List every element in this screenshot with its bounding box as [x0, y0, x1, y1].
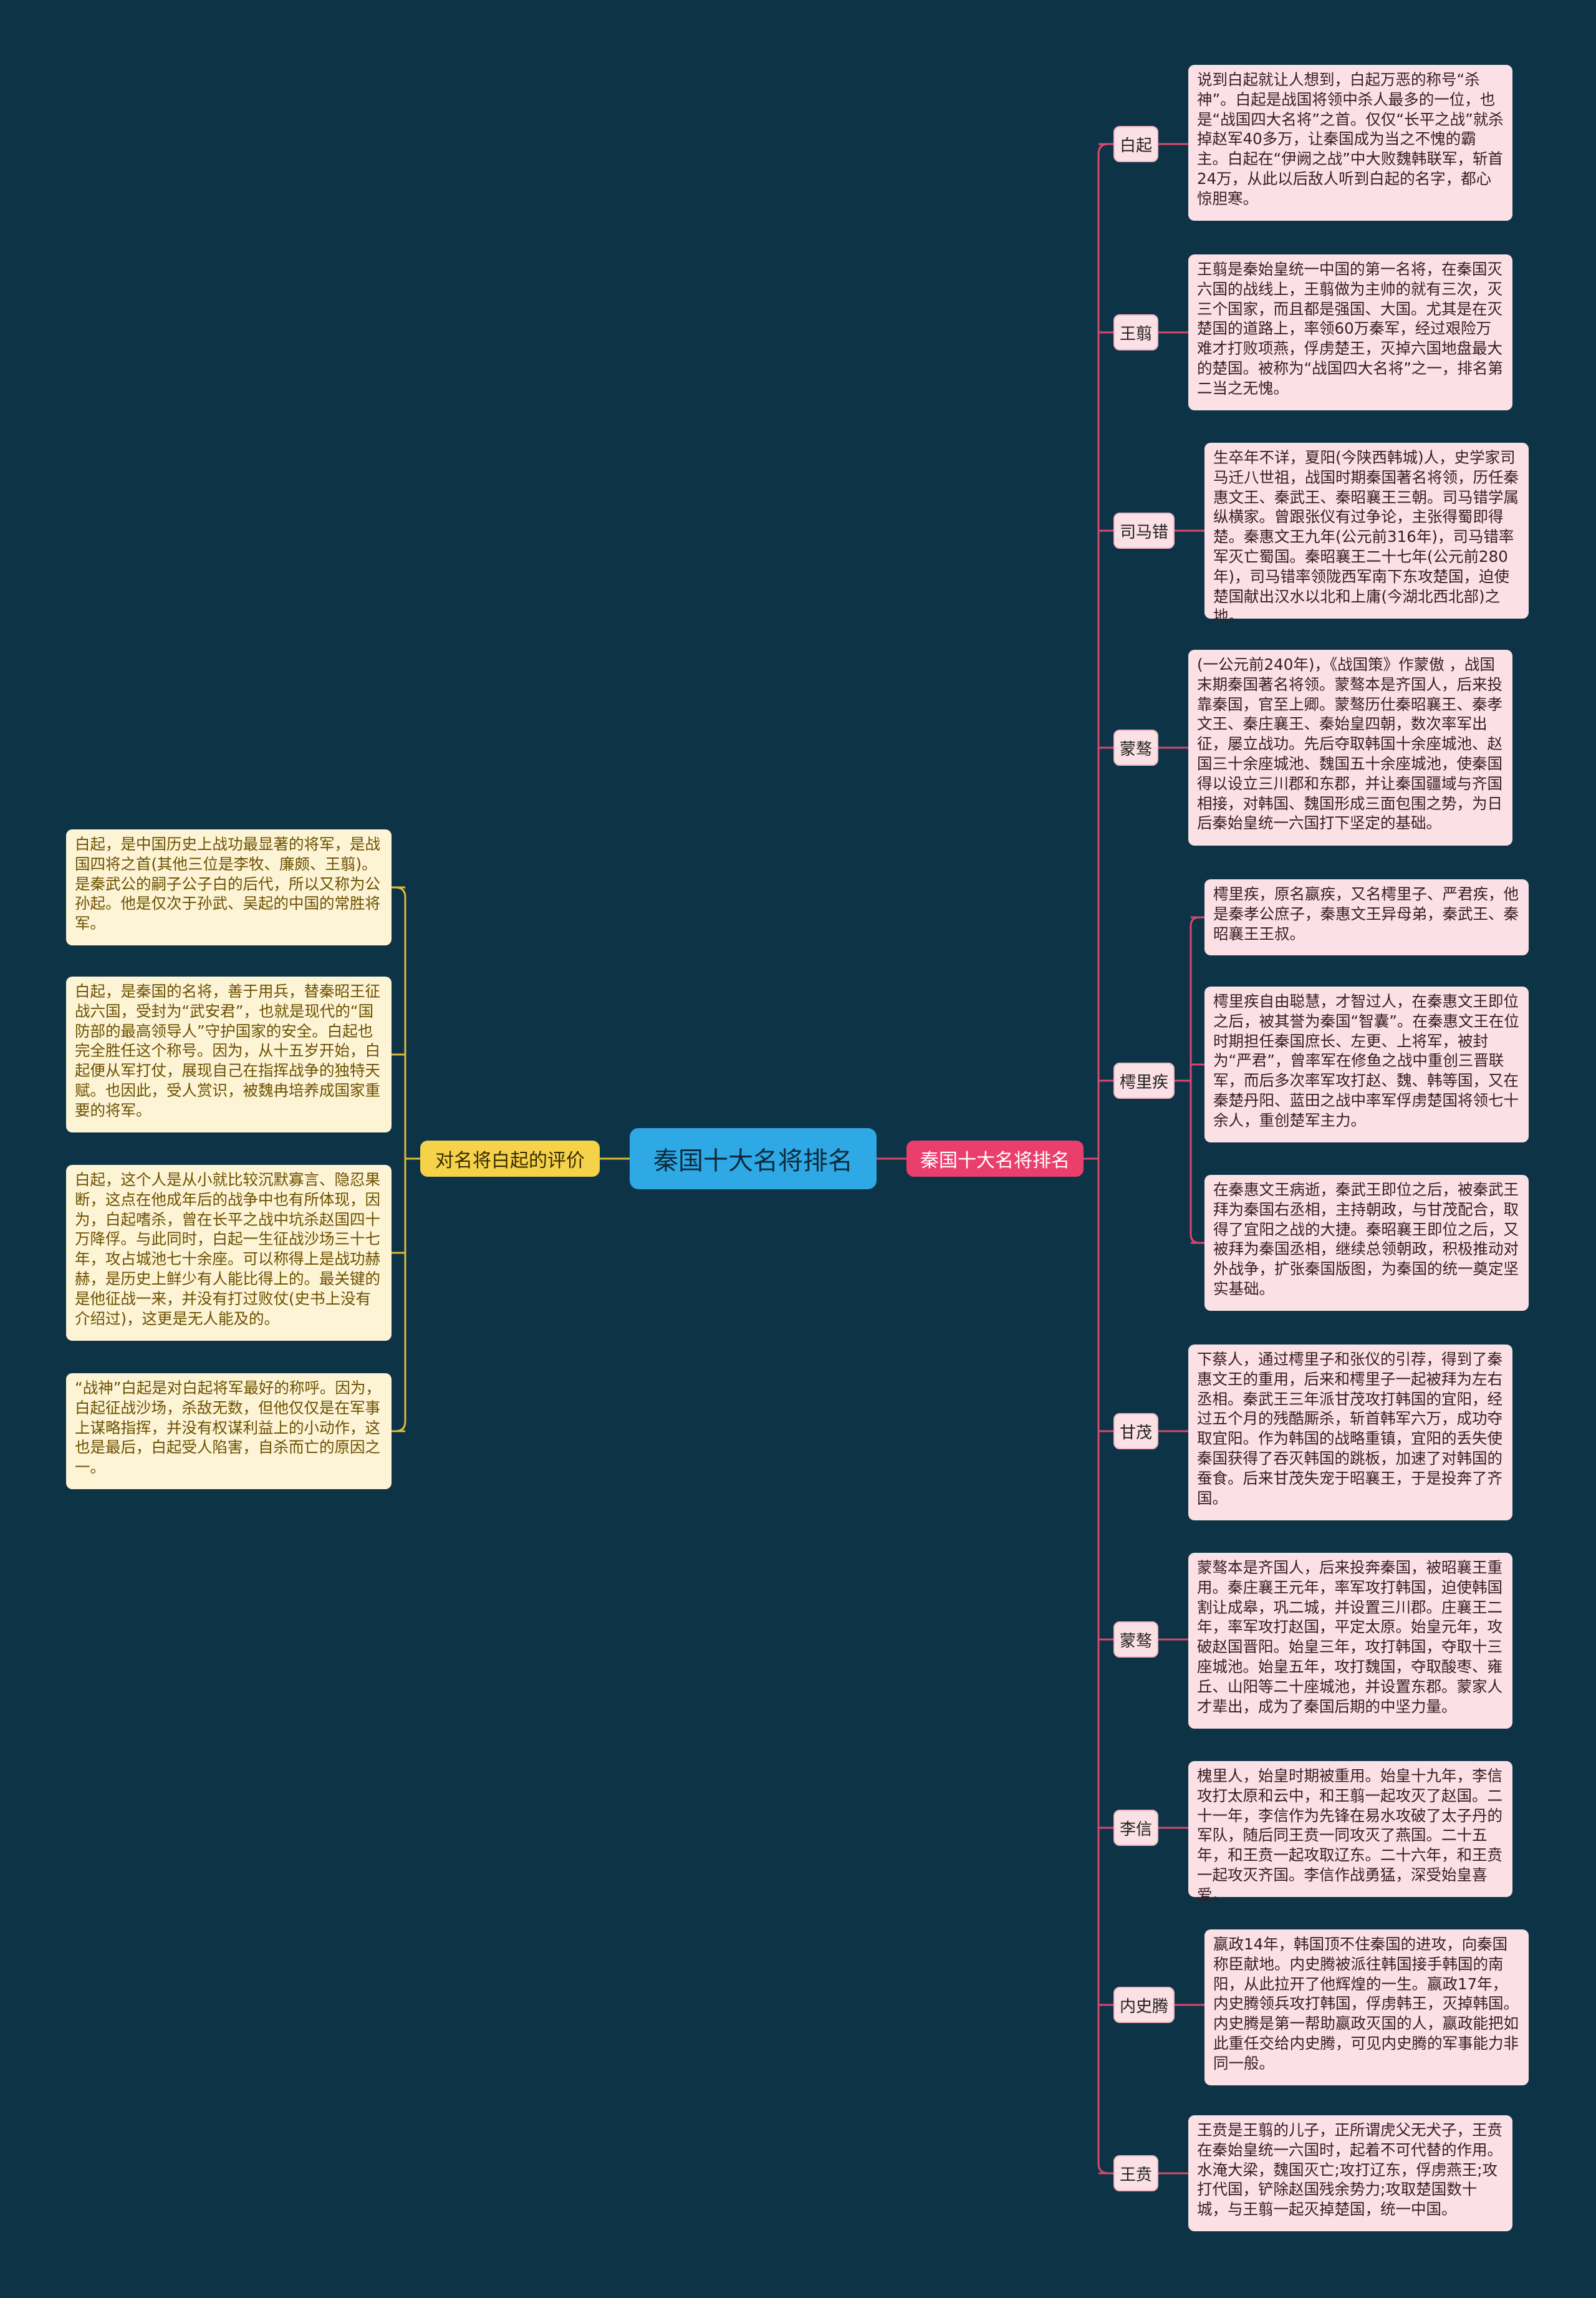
general-node-wangjian[interactable]: 王翦: [1113, 314, 1158, 350]
general-node-baiqi[interactable]: 白起: [1113, 126, 1158, 162]
evaluation-item-4: “战神”白起是对白起将军最好的称呼。因为，白起征战沙场，杀敌无数，但他仅仅是在军…: [66, 1373, 392, 1489]
general-node-wangben[interactable]: 王贲: [1113, 2155, 1158, 2191]
general-detail-simacuo: 生卒年不详，夏阳(今陕西韩城)人，史学家司马迁八世祖，战国时期秦国著名将领，历任…: [1204, 443, 1529, 625]
general-detail-baiqi: 说到白起就让人想到，白起万恶的称号“杀神”。白起是战国将领中杀人最多的一位，也是…: [1188, 65, 1512, 221]
general-detail-neishiteng: 嬴政14年，韩国顶不住秦国的进攻，向秦国称臣献地。内史腾被派往韩国接手韩国的南阳…: [1204, 1929, 1529, 2085]
branch-ten-generals[interactable]: 秦国十大名将排名: [906, 1141, 1084, 1177]
evaluation-item-3: 白起，这个人是从小就比较沉默寡言、隐忍果断，这点在他成年后的战争中也有所体现，因…: [66, 1165, 392, 1341]
general-detail-mengao-1: (一公元前240年)，《战国策》作蒙傲 ，战国末期秦国著名将领。蒙骜本是齐国人，…: [1188, 650, 1512, 846]
root-topic[interactable]: 秦国十大名将排名: [630, 1128, 877, 1189]
general-detail-ganmao: 下蔡人，通过樗里子和张仪的引荐，得到了秦惠文王的重用，后来和樗里子一起被拜为左右…: [1188, 1345, 1512, 1520]
evaluation-item-2: 白起，是秦国的名将，善于用兵，替秦昭王征战六国，受封为“武安君”，也就是现代的“…: [66, 977, 392, 1132]
evaluation-item-1: 白起，是中国历史上战功最显著的将军，是战国四将之首(其他三位是李牧、廉颇、王翦)…: [66, 829, 392, 945]
general-detail-chuliji-1: 樗里疾，原名嬴疾，又名樗里子、严君疾，他是秦孝公庶子，秦惠文王异母弟，秦武王、秦…: [1204, 879, 1529, 955]
general-node-simacuo[interactable]: 司马错: [1113, 513, 1175, 549]
general-node-mengao-2[interactable]: 蒙骜: [1113, 1621, 1158, 1658]
link-right-trunk: [1097, 143, 1109, 2175]
general-node-mengao-1[interactable]: 蒙骜: [1113, 730, 1158, 766]
general-detail-lixin: 槐里人，始皇时期被重用。始皇十九年，李信攻打太原和云中，和王翦一起攻灭了赵国。二…: [1188, 1761, 1512, 1904]
general-node-lixin[interactable]: 李信: [1113, 1810, 1158, 1846]
general-detail-wangjian: 王翦是秦始皇统一中国的第一名将，在秦国灭六国的战线上，王翦做为主帅的就有三次，灭…: [1188, 254, 1512, 410]
general-detail-wangben: 王贲是王翦的儿子，正所谓虎父无犬子，王贲在秦始皇统一六国时，起着不可代替的作用。…: [1188, 2115, 1512, 2231]
general-node-chulijī[interactable]: 樗里疾: [1113, 1063, 1175, 1099]
general-node-ganmao[interactable]: 甘茂: [1113, 1413, 1158, 1449]
link-left-trunk: [395, 886, 406, 1432]
general-detail-chuliji-3: 在秦惠文王病逝，秦武王即位之后，被秦武王拜为秦国右丞相，主持朝政，与甘茂配合，取…: [1204, 1175, 1529, 1311]
link-detail-4-trunk: [1190, 916, 1200, 1244]
general-node-neishiteng[interactable]: 内史腾: [1113, 1987, 1175, 2023]
branch-baiqi-evaluation[interactable]: 对名将白起的评价: [420, 1141, 600, 1177]
general-detail-chuliji-2: 樗里疾自由聪慧，才智过人，在秦惠文王即位之后，被其誉为秦国“智囊”。在秦惠文王在…: [1204, 987, 1529, 1142]
general-detail-mengao-2: 蒙骜本是齐国人，后来投奔秦国，被昭襄王重用。秦庄襄王元年，率军攻打韩国，迫使韩国…: [1188, 1553, 1512, 1729]
